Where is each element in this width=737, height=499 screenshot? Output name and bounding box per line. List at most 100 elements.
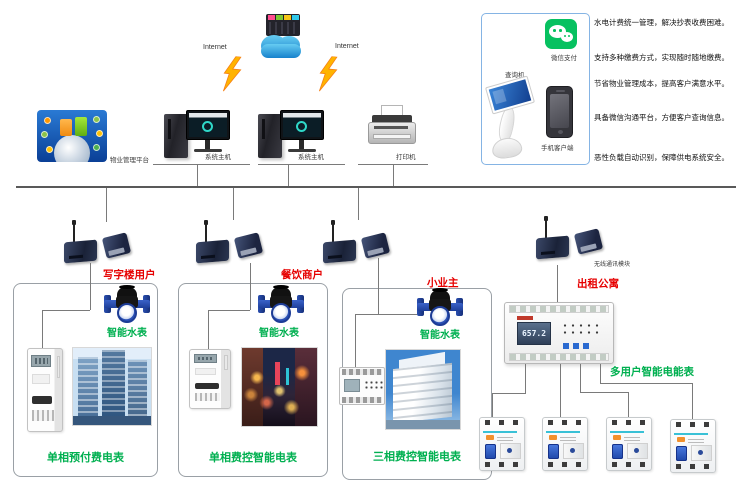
app-tile-orange — [60, 119, 72, 136]
antenna — [72, 220, 76, 243]
card-slot — [194, 383, 219, 389]
system-host-1 — [162, 108, 232, 166]
office-building-photo — [72, 347, 152, 426]
internet-label-left: Internet — [203, 44, 227, 51]
wireless-module-pair-1 — [64, 220, 134, 271]
meter-barcode — [32, 409, 54, 422]
cloud-server-icon — [261, 14, 301, 58]
monitor-stand — [205, 140, 210, 149]
main-bus-line — [16, 186, 736, 188]
tower — [101, 349, 126, 418]
lightning-icon-right — [318, 55, 338, 92]
pc-screen — [283, 113, 321, 137]
kiosk-screen-content — [488, 79, 532, 111]
kiosk-base — [490, 136, 524, 160]
node-dot — [44, 117, 51, 124]
screws-bottom — [485, 462, 519, 467]
monitor-base — [194, 149, 222, 152]
wire-br3-b — [580, 392, 628, 393]
wireless-module-pair-2 — [196, 220, 266, 271]
wire-br4-b — [600, 383, 692, 384]
tower — [127, 360, 148, 418]
breaker-toggle — [548, 444, 559, 459]
meter-dial — [117, 303, 137, 323]
kiosk-label: 查询机 — [505, 72, 525, 79]
test-button — [570, 448, 575, 453]
wire-br3-a — [580, 364, 581, 392]
circuit-breaker-2 — [542, 417, 588, 471]
rf-module — [536, 235, 569, 260]
antenna — [331, 220, 335, 243]
wire-br2-a — [560, 364, 561, 417]
multi-user-energy-meter: 657.2 — [504, 302, 614, 364]
pc-screen — [189, 113, 227, 137]
monitor-base — [288, 149, 316, 152]
serial-module — [233, 232, 264, 259]
phone-screen — [550, 94, 569, 128]
accent-line — [483, 431, 517, 433]
benefit-line-2: 支持多种缴费方式，实现随时随地缴费。 — [594, 53, 729, 62]
wire-g3-b — [355, 314, 417, 315]
circuit-breaker-3 — [606, 417, 652, 471]
meter-buttons — [563, 343, 593, 349]
screws-bottom — [548, 462, 582, 467]
group3-meter-label: 三相费控智能电表 — [373, 451, 461, 463]
screws-top — [485, 420, 519, 425]
test-button — [698, 450, 703, 455]
meter-lcd — [194, 354, 218, 363]
water-meter-label-3: 智能水表 — [420, 330, 460, 341]
printer-slot — [374, 126, 408, 129]
wire-g3-c — [355, 314, 356, 368]
accent-line — [610, 431, 644, 433]
drop-line-group1 — [106, 188, 107, 222]
breaker-toggle — [676, 446, 687, 461]
meter-nameplate — [32, 374, 51, 385]
meter-lcd — [344, 379, 360, 392]
property-platform-icon — [37, 110, 107, 162]
node-dot — [93, 144, 100, 151]
meter-lcd — [31, 354, 52, 368]
test-button — [634, 448, 639, 453]
printer-icon — [366, 105, 418, 151]
terminal-strip-bottom — [342, 397, 382, 403]
ground-line-printer — [358, 164, 428, 165]
connector-host2-bus — [288, 165, 289, 186]
monitor-stand — [299, 140, 304, 149]
screen-ring-graphic — [202, 120, 213, 132]
pc-monitor — [280, 110, 324, 140]
rf-module — [64, 239, 97, 264]
chat-bubble-small — [561, 32, 573, 42]
connector-host1-bus — [197, 165, 198, 186]
serial-module — [573, 228, 604, 255]
phone-client-label: 手机客户端 — [541, 145, 574, 152]
benefit-line-4: 具备微信沟通平台，方便客户查询信息。 — [594, 113, 729, 122]
night-street-photo — [241, 347, 318, 427]
terminal-strip-top — [509, 305, 609, 313]
drop-line-group3 — [358, 188, 359, 220]
breaker-toggle — [485, 444, 496, 459]
card-slot — [32, 395, 53, 404]
node-dot — [46, 146, 53, 153]
meter-barcode — [194, 392, 221, 402]
serial-module — [360, 232, 391, 259]
tower — [77, 357, 98, 416]
water-meter-label-1: 智能水表 — [107, 328, 147, 339]
smart-water-meter-2 — [258, 285, 304, 324]
wire-br4-a — [600, 364, 601, 383]
meter-lcd: 657.2 — [517, 322, 551, 345]
three-phase-meter — [339, 367, 385, 405]
antenna — [204, 220, 208, 243]
smart-water-meter-3 — [417, 288, 463, 327]
accent-line — [546, 431, 580, 433]
screen-ring-graphic — [296, 120, 307, 132]
wire-g2-c — [208, 310, 209, 349]
terminal-strip-bottom — [509, 353, 609, 361]
breaker-toggle — [612, 444, 623, 459]
water-meter-label-2: 智能水表 — [259, 328, 299, 339]
lightning-icon-left — [222, 55, 242, 92]
group1-meter-label: 单相预付费电表 — [47, 452, 124, 464]
wechat-pay-icon — [545, 19, 577, 49]
wire-br4-c — [692, 383, 693, 419]
wire-g1-b — [42, 310, 90, 311]
